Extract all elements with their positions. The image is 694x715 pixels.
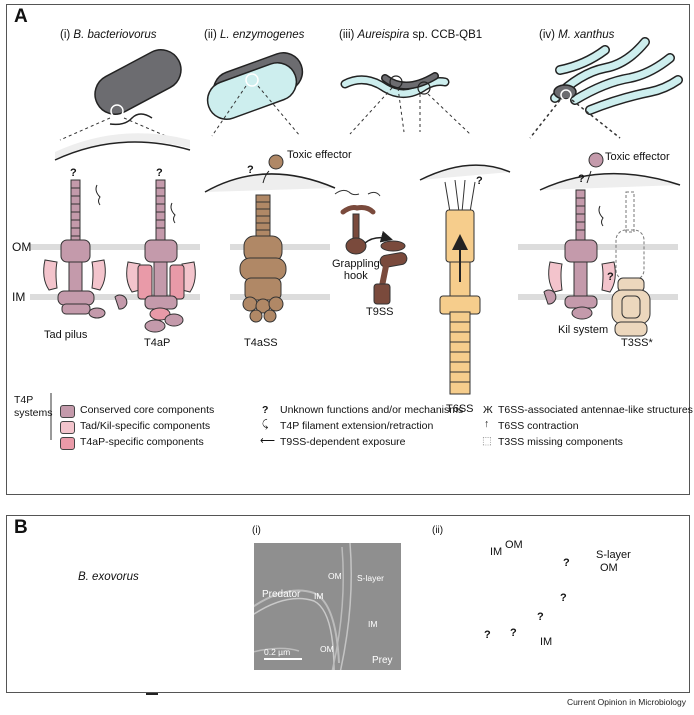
outer-membrane-band bbox=[30, 244, 200, 250]
om-label: OM bbox=[12, 240, 32, 254]
legend-item-tad: Tad/Kil-specific components bbox=[80, 420, 211, 432]
grappling-hook-t9ss bbox=[334, 189, 408, 305]
question-mark: ? bbox=[156, 167, 163, 179]
schematic-question: ? bbox=[560, 592, 567, 604]
question-mark: ? bbox=[70, 167, 77, 179]
em-predator-label: Predator bbox=[262, 589, 301, 600]
question-mark: ? bbox=[476, 175, 483, 187]
legend-item-t4ap: T4aP-specific components bbox=[80, 436, 204, 448]
legend-text-missing: T3SS missing components bbox=[498, 436, 623, 448]
prey-surface bbox=[539, 172, 681, 191]
legend-swatch-tad bbox=[60, 421, 75, 434]
em-im-label: IM bbox=[368, 619, 378, 629]
prey-surface bbox=[55, 133, 190, 160]
journal-footer: Current Opinion in Microbiology bbox=[566, 697, 686, 707]
tad-pilus-structure bbox=[43, 179, 128, 319]
em-slayer-label: S-layer bbox=[357, 573, 384, 583]
organism-title-bdellovibrio: (i) B. bacteriovorus bbox=[60, 29, 157, 41]
prey-surface bbox=[204, 173, 336, 193]
em-im-label: IM bbox=[314, 591, 324, 601]
prey-surface bbox=[419, 164, 511, 181]
myxococcus-cells bbox=[529, 37, 683, 139]
legend-symbol-question: ? bbox=[262, 404, 269, 416]
legend-symbol-exposure-icon: ⟵ bbox=[260, 435, 276, 447]
toxic-effector-label: Toxic effector bbox=[287, 149, 352, 161]
schematic-om-label: OM bbox=[505, 539, 523, 551]
t9ss-label: T9SS bbox=[366, 306, 394, 318]
legend-swatch-t4ap bbox=[60, 437, 75, 450]
bdellovibrio-cell bbox=[59, 49, 182, 141]
lysobacter-cell bbox=[206, 52, 304, 137]
t6ss-label: T6SS bbox=[446, 403, 474, 415]
kil-system-label: Kil system bbox=[558, 324, 609, 336]
legend-text-unknown: Unknown functions and/or mechanisms bbox=[280, 404, 464, 416]
schematic-question: ? bbox=[510, 627, 517, 639]
panel-b-sub-i: (i) bbox=[252, 525, 261, 536]
t4ass-structure bbox=[239, 154, 287, 323]
legend-text-contraction: T6SS contraction bbox=[498, 420, 579, 432]
legend-symbol-contraction-icon: ↑ bbox=[484, 418, 490, 430]
panel-b-label: B bbox=[14, 517, 28, 538]
question-mark: ? bbox=[607, 271, 614, 283]
panel-b-sub-ii: (ii) bbox=[432, 525, 444, 536]
question-mark: ? bbox=[247, 164, 254, 176]
schematic-im-label: IM bbox=[540, 636, 553, 648]
legend-symbol-extension-icon: ⤹ bbox=[262, 418, 269, 430]
inner-membrane-band bbox=[518, 294, 678, 300]
exovorus-title: B. exovorus bbox=[78, 571, 139, 583]
t3ss-label: T3SS* bbox=[621, 337, 653, 349]
t4ap-label: T4aP bbox=[144, 337, 171, 349]
organism-title-myxococcus: (iv) M. xanthus bbox=[539, 29, 615, 41]
schematic-question: ? bbox=[563, 557, 570, 569]
outer-membrane-band bbox=[518, 244, 678, 250]
t4ass-label: T4aSS bbox=[244, 337, 278, 349]
aureispira-cells bbox=[340, 72, 471, 135]
t4ap-structure bbox=[126, 179, 196, 333]
em-scale-label: 0.2 µm bbox=[264, 647, 291, 657]
em-om-label: OM bbox=[328, 571, 342, 581]
schematic-slayer-label: S-layer bbox=[596, 549, 631, 561]
kil-system-structure bbox=[543, 152, 616, 320]
toxic-effector-label: Toxic effector bbox=[605, 151, 670, 163]
schematic-im-label: IM bbox=[490, 546, 503, 558]
legend-text-antennae: T6SS-associated antennae-like structures bbox=[498, 404, 693, 416]
organism-title-lysobacter: (ii) L. enzymogenes bbox=[204, 29, 305, 41]
panel-a-label: A bbox=[14, 6, 28, 27]
schematic-question: ? bbox=[537, 611, 544, 623]
schematic-om-label: OM bbox=[600, 562, 618, 574]
legend-swatch-core bbox=[60, 405, 75, 418]
em-om-label: OM bbox=[320, 644, 334, 654]
question-mark: ? bbox=[578, 173, 585, 185]
legend-symbol-antennae-icon: Ж bbox=[483, 404, 493, 416]
prey-surface bbox=[54, 141, 191, 161]
micrograph-overlay bbox=[254, 543, 401, 670]
legend-text-extension: T4P filament extension/retraction bbox=[280, 420, 434, 432]
schematic-question: ? bbox=[484, 629, 491, 641]
legend-text-exposure: T9SS-dependent exposure bbox=[280, 436, 406, 448]
em-prey-label: Prey bbox=[372, 655, 393, 666]
t3ss-structure bbox=[611, 191, 651, 337]
t6ss-structure bbox=[439, 179, 481, 395]
legend-item-core: Conserved core components bbox=[80, 404, 215, 416]
im-label: IM bbox=[12, 290, 26, 304]
organism-title-aureispira: (iii) Aureispira sp. CCB-QB1 bbox=[339, 29, 483, 41]
cryo-em-micrograph: Predator Prey OM IM S-layer IM OM 0.2 µm bbox=[254, 543, 401, 670]
tad-pilus-label: Tad pilus bbox=[44, 329, 88, 341]
legend-symbol-missing-icon: ⬚ bbox=[482, 435, 492, 447]
